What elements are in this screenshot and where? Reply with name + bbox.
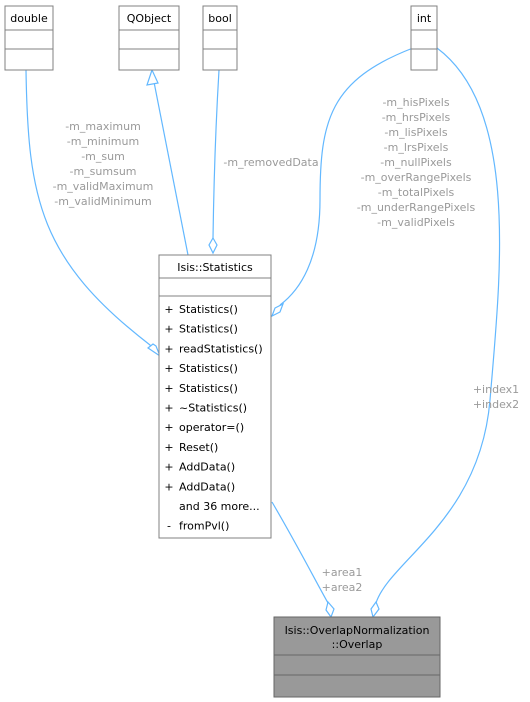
class-box-qobject[interactable]: QObject: [118, 5, 180, 71]
inheritance-arrow-icon: [146, 68, 159, 86]
edge-statistics-to-overlap: [271, 501, 329, 604]
method-name[interactable]: Reset(): [179, 441, 218, 454]
class-box-bool[interactable]: bool: [202, 5, 238, 71]
method-name[interactable]: Statistics(): [179, 382, 238, 395]
method-visibility: +: [164, 402, 173, 415]
class-name-qobject: QObject: [127, 12, 172, 25]
method-visibility: +: [164, 362, 173, 375]
edge-label: -m_validPixels: [377, 216, 455, 229]
method-visibility: +: [164, 421, 173, 434]
edge-label: -m_maximum: [65, 120, 141, 133]
edge-labels-double: -m_maximum -m_minimum -m_sum -m_sumsum -m_va…: [53, 120, 154, 208]
method-name[interactable]: and 36 more...: [179, 500, 260, 513]
method-visibility: +: [164, 323, 173, 336]
edge-label: -m_sum: [81, 150, 125, 163]
statistics-method-list: + Statistics() + Statistics() + readStatistic…: [164, 303, 262, 533]
class-box-int[interactable]: int: [410, 5, 438, 71]
class-name-int: int: [417, 12, 432, 25]
composition-diamond-icon: [370, 600, 380, 619]
edge-label: -m_lrsPixels: [384, 141, 449, 154]
edge-label: -m_nullPixels: [380, 156, 452, 169]
method-name[interactable]: operator=(): [179, 421, 244, 434]
class-name-double: double: [10, 12, 48, 25]
edge-label: +area1: [322, 566, 363, 579]
class-name-bool: bool: [208, 12, 232, 25]
edge-int-to-overlap: [375, 47, 501, 604]
composition-diamond-icon: [208, 236, 218, 255]
edge-int-to-statistics: [279, 47, 414, 306]
method-name[interactable]: Statistics(): [179, 362, 238, 375]
class-name-overlap-line1: Isis::OverlapNormalization: [285, 624, 430, 637]
edge-label: -m_removedData: [223, 156, 318, 169]
method-visibility: +: [164, 303, 173, 316]
method-visibility: +: [164, 480, 173, 493]
edge-label: -m_hisPixels: [382, 96, 449, 109]
edge-bool-to-statistics: [212, 69, 220, 239]
edge-label: -m_validMaximum: [53, 180, 154, 193]
edge-labels-statistics-overlap: +area1 +area2: [322, 566, 363, 594]
method-name[interactable]: readStatistics(): [179, 342, 263, 355]
class-name-statistics: Isis::Statistics: [177, 261, 253, 274]
edge-labels-bool: -m_removedData: [223, 156, 318, 169]
class-box-statistics[interactable]: Isis::Statistics +Statistics()+Statistic…: [158, 254, 272, 539]
method-visibility: +: [164, 342, 173, 355]
method-name[interactable]: ~Statistics(): [179, 402, 247, 415]
method-visibility: +: [164, 461, 173, 474]
edge-double-to-statistics: [25, 69, 155, 353]
edge-label: +area2: [322, 581, 363, 594]
method-visibility: -: [167, 520, 171, 533]
edge-label: +index1: [473, 383, 519, 396]
method-name[interactable]: Statistics(): [179, 323, 238, 336]
edge-labels-int-statistics: -m_hisPixels -m_hrsPixels -m_lisPixels -m_l…: [357, 96, 476, 229]
edge-label: -m_minimum: [67, 135, 139, 148]
class-box-double[interactable]: double: [4, 5, 54, 71]
edge-label: -m_hrsPixels: [382, 111, 451, 124]
edge-statistics-inherits-qobject: [153, 81, 189, 256]
method-name[interactable]: fromPvl(): [179, 520, 229, 533]
method-name[interactable]: AddData(): [179, 461, 235, 474]
method-visibility: +: [164, 441, 173, 454]
edge-labels-int-overlap: +index1 +index2: [473, 383, 519, 411]
edge-label: -m_underRangePixels: [357, 201, 476, 214]
edge-label: -m_overRangePixels: [361, 171, 472, 184]
edge-label: -m_totalPixels: [378, 186, 455, 199]
edge-label: -m_validMinimum: [54, 195, 152, 208]
composition-diamond-icon: [325, 600, 335, 619]
method-visibility: +: [164, 382, 173, 395]
method-name[interactable]: AddData(): [179, 480, 235, 493]
edge-label: -m_lisPixels: [384, 126, 447, 139]
edge-label: +index2: [473, 398, 519, 411]
edge-label: -m_sumsum: [69, 165, 136, 178]
method-name[interactable]: Statistics(): [179, 303, 238, 316]
composition-diamond-icon: [146, 343, 162, 358]
composition-diamond-icon: [270, 302, 285, 318]
class-box-overlap[interactable]: Isis::OverlapNormalization ::Overlap: [273, 616, 441, 698]
class-name-overlap-line2: ::Overlap: [332, 638, 383, 651]
